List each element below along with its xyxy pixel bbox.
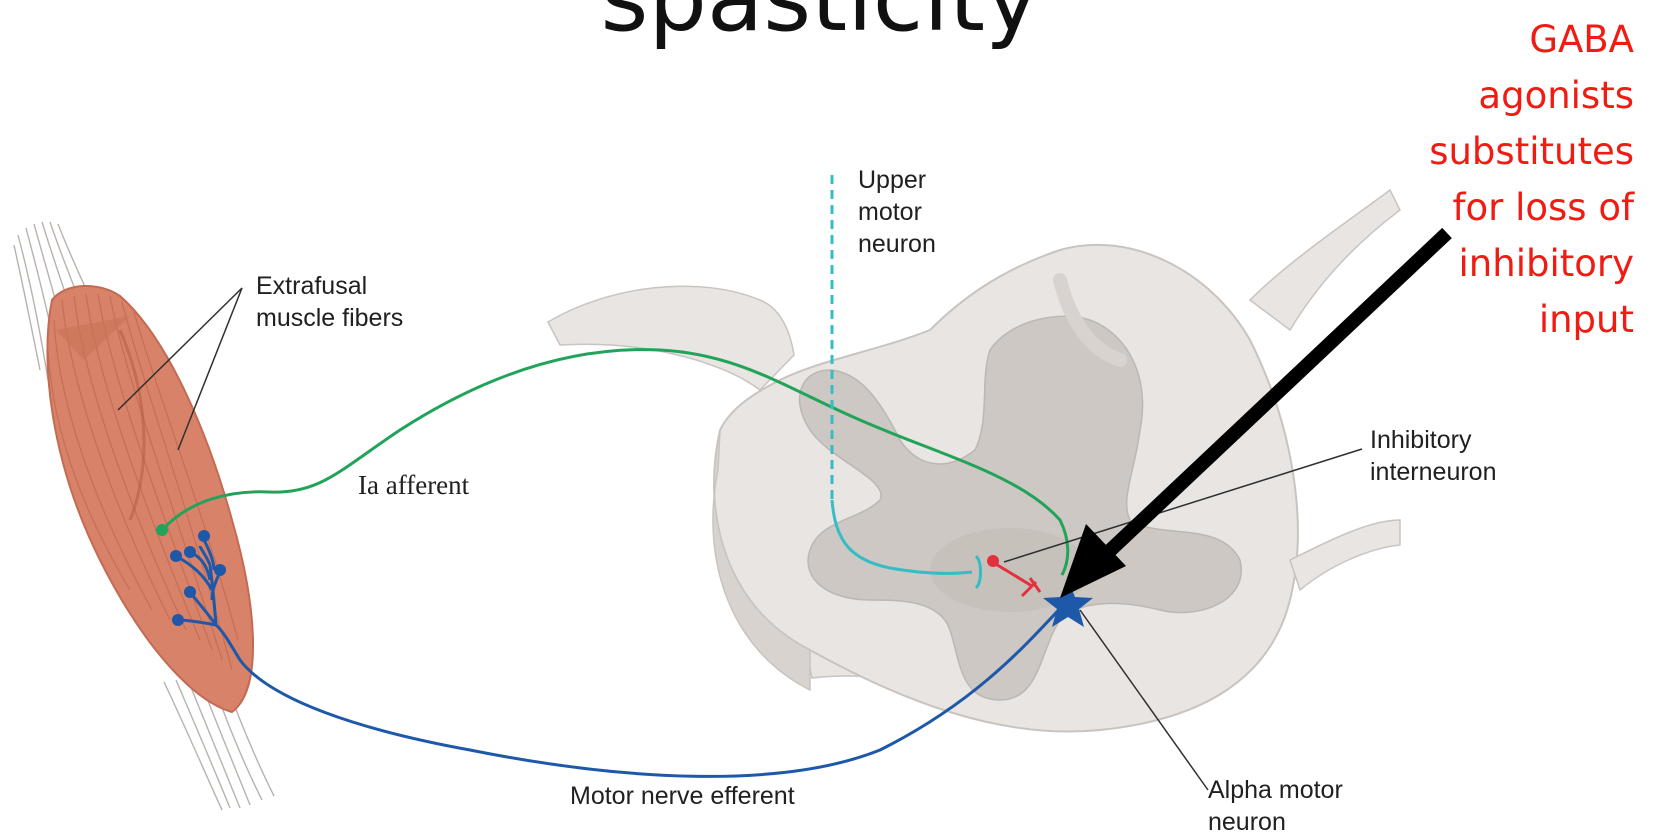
ia-afferent-label: Ia afferent <box>358 470 470 500</box>
annotation-line: input <box>1314 292 1634 348</box>
spinal-cord <box>548 190 1400 732</box>
upper-motor-neuron-label: Upper motor neuron <box>858 166 936 258</box>
inhibitory-interneuron-label: Inhibitory interneuron <box>1370 426 1496 486</box>
annotation-line: for loss of <box>1314 180 1634 236</box>
annotation-line: substitutes <box>1314 124 1634 180</box>
slide-title: spasticity <box>560 0 1080 49</box>
annotation-line: inhibitory <box>1314 236 1634 292</box>
ia-afferent-ending <box>156 524 168 536</box>
extrafusal-muscle <box>14 222 274 810</box>
gaba-annotation: GABA agonists substitutes for loss of in… <box>1314 12 1634 348</box>
motor-nerve-efferent-label: Motor nerve efferent <box>570 782 795 810</box>
annotation-line: GABA <box>1314 12 1634 68</box>
annotation-line: agonists <box>1314 68 1634 124</box>
extrafusal-muscle-fibers-label: Extrafusal muscle fibers <box>256 272 403 332</box>
alpha-motor-neuron-label: Alpha motor neuron <box>1208 776 1350 835</box>
